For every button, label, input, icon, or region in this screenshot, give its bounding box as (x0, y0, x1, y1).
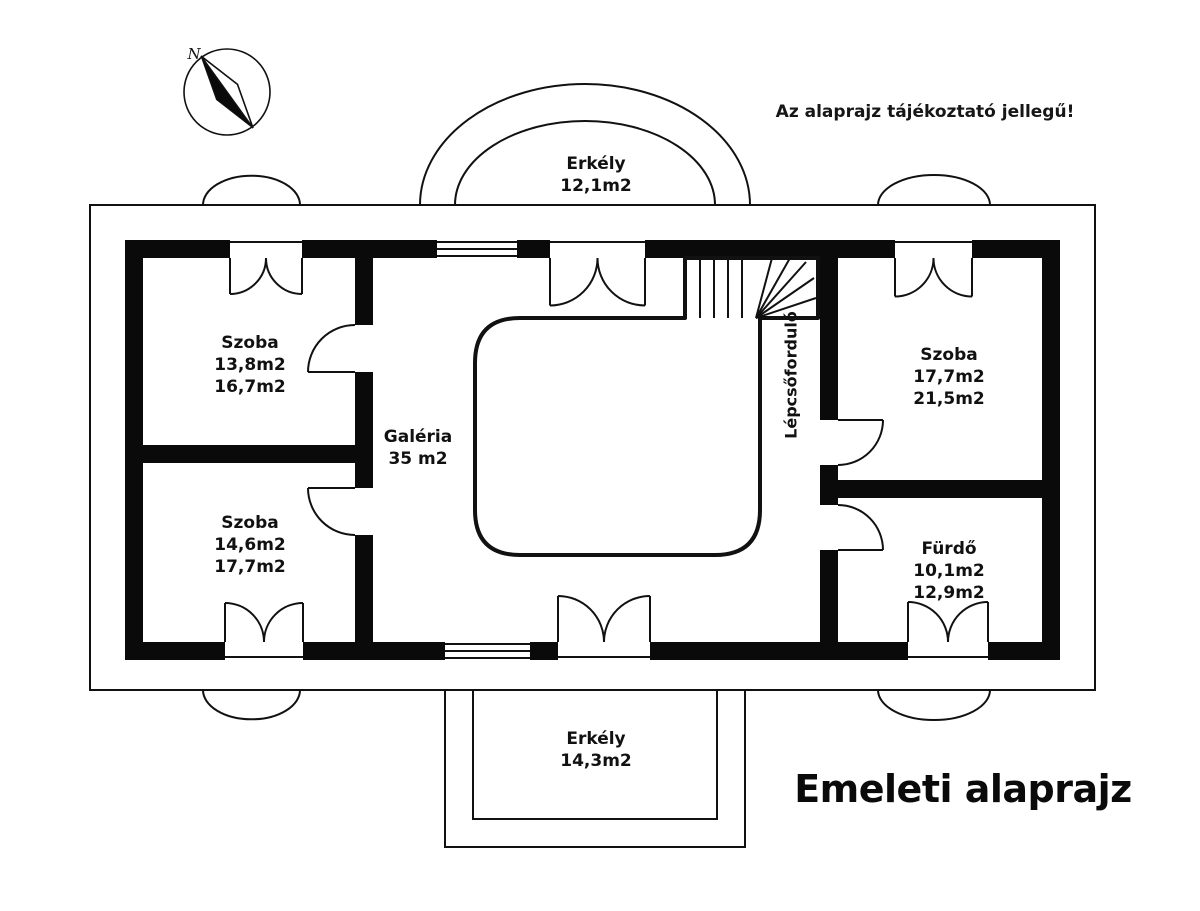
room-name: Fürdő (921, 539, 977, 559)
room-label-furdo: Fürdő 10,1m2 12,9m2 (913, 538, 985, 604)
plan-title: Emeleti alaprajz (794, 767, 1132, 811)
gallery-opening (473, 256, 820, 557)
door-arc-interior-top-right (837, 419, 884, 466)
room-area: 21,5m2 (913, 389, 985, 409)
room-label-szoba-bottom-left: Szoba 14,6m2 17,7m2 (214, 512, 286, 578)
compass-needle-outline (200, 55, 254, 129)
room-name: Galéria (383, 427, 453, 447)
wall-segment (530, 642, 558, 660)
balcony-top-outer-arc (419, 83, 751, 206)
room-area: 12,1m2 (560, 176, 632, 196)
door-arc-szoba-top-left (229, 257, 303, 295)
room-label-galeria: Galéria 35 m2 (384, 426, 452, 470)
balcony-bottom-outline (444, 690, 746, 848)
window-bottom (445, 643, 530, 659)
door-arc-interior-bottom-left (307, 487, 356, 536)
disclaimer-text: Az alaprajz tájékoztató jellegű! (775, 102, 1075, 122)
corner-bay-arcs (202, 174, 991, 721)
room-area: 17,7m2 (913, 367, 985, 387)
window-top (437, 241, 517, 257)
door-arc-galeria-bottom (557, 595, 651, 643)
room-area: 13,8m2 (214, 355, 286, 375)
balcony-bottom-outer (444, 690, 746, 848)
room-area: 14,3m2 (560, 751, 632, 771)
door-arc-furdo (907, 601, 989, 643)
room-label-balcony-top: Erkély 12,1m2 (560, 153, 632, 197)
windows (437, 241, 530, 659)
wall-segment (303, 642, 445, 660)
room-name: Szoba (221, 333, 279, 353)
staircase (699, 257, 817, 319)
balcony-top-inner-arc (454, 120, 716, 206)
wall-interior (125, 445, 373, 463)
balcony-bottom-inner (472, 690, 718, 820)
door-arc-szoba-top-right (894, 257, 973, 298)
walls (125, 240, 1060, 660)
room-name: Szoba (221, 513, 279, 533)
wall-segment (645, 240, 895, 258)
building-outline (89, 204, 1096, 691)
bay-arc-bottom-left (202, 689, 301, 721)
room-label-szoba-top-right: Szoba 17,7m2 21,5m2 (913, 344, 985, 410)
wall-interior (820, 550, 838, 660)
door-arc-interior-bottom-right (837, 504, 884, 551)
wall-segment (517, 240, 550, 258)
room-label-stair-landing: Lépcsőforduló (781, 311, 801, 439)
room-area: 35 m2 (388, 449, 448, 469)
bay-arc-bottom-right (877, 689, 991, 721)
wall-right (1042, 240, 1060, 660)
wall-interior (355, 240, 373, 325)
room-name: Szoba (920, 345, 978, 365)
compass-rose (183, 48, 271, 136)
balcony-top-outline (419, 83, 751, 206)
wall-segment (125, 240, 230, 258)
room-area: 16,7m2 (214, 377, 286, 397)
door-arc-interior-top-left (307, 324, 356, 373)
wall-interior (355, 372, 373, 488)
room-name: Erkély (566, 729, 626, 749)
door-swings (224, 257, 989, 643)
wall-interior (838, 480, 1060, 498)
room-label-balcony-bottom: Erkély 14,3m2 (560, 728, 632, 772)
room-label-szoba-top-left: Szoba 13,8m2 16,7m2 (214, 332, 286, 398)
wall-interior (820, 465, 838, 505)
wall-interior (820, 240, 838, 420)
north-label: N (187, 45, 201, 63)
room-name: Erkély (566, 154, 626, 174)
wall-segment (650, 642, 908, 660)
door-arc-galeria-top (549, 257, 646, 307)
bay-arc-top-left (202, 174, 301, 206)
room-area: 12,9m2 (913, 583, 985, 603)
door-arc-szoba-bottom-left (224, 602, 304, 643)
wall-segment (125, 642, 225, 660)
door-thresholds (225, 241, 988, 658)
room-area: 10,1m2 (913, 561, 985, 581)
room-area: 17,7m2 (214, 557, 286, 577)
wall-segment (972, 240, 1060, 258)
bay-arc-top-right (877, 174, 991, 206)
room-area: 14,6m2 (214, 535, 286, 555)
compass-circle (183, 48, 271, 136)
wall-interior (355, 535, 373, 660)
